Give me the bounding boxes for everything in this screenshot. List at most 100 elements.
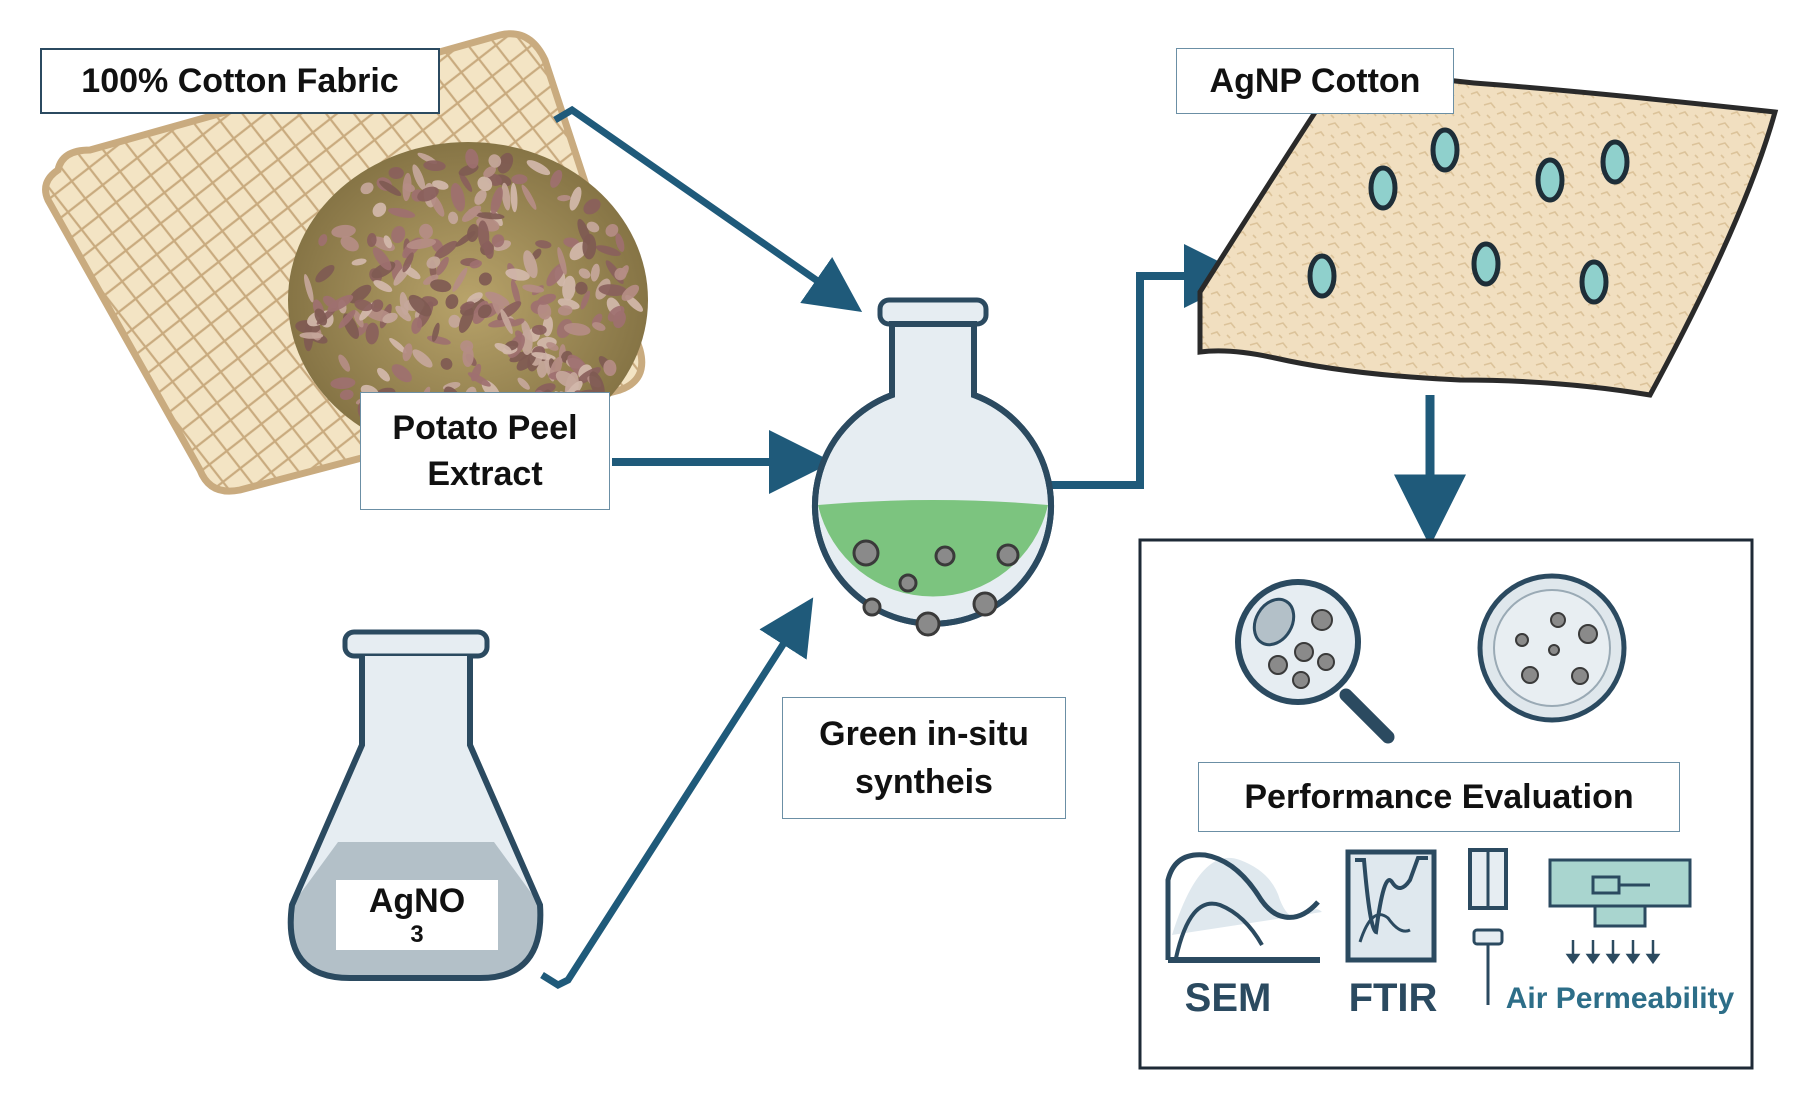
peel-piece	[372, 202, 387, 217]
potato-peel-text-line1: Potato Peel	[392, 409, 578, 447]
peel-piece	[383, 235, 392, 249]
peel-piece	[430, 279, 452, 293]
peel-piece	[474, 189, 487, 205]
peel-piece	[621, 284, 640, 301]
peel-piece	[562, 275, 576, 301]
peel-piece	[471, 363, 482, 382]
peel-piece	[412, 349, 433, 368]
peel-piece	[510, 279, 521, 306]
peel-piece	[460, 301, 475, 311]
peel-piece	[315, 264, 335, 283]
peel-piece	[505, 268, 530, 281]
peel-piece	[537, 302, 552, 320]
peel-piece	[586, 221, 600, 233]
peel-piece	[372, 247, 392, 271]
magnifier-icon	[1235, 579, 1395, 744]
agno3-subscript: 3	[410, 920, 424, 948]
peel-piece	[523, 250, 538, 279]
tensile-tester-icon	[1468, 848, 1508, 1005]
peel-piece	[603, 359, 617, 376]
peel-piece	[550, 169, 563, 188]
peel-piece	[477, 176, 493, 192]
cotton-fabric-label: 100% Cotton Fabric	[40, 48, 440, 114]
peel-piece	[402, 252, 414, 273]
peel-piece	[580, 290, 590, 310]
peel-piece	[391, 364, 412, 383]
peel-piece	[510, 318, 525, 327]
peel-piece	[382, 312, 398, 324]
peel-piece	[592, 322, 606, 331]
peel-piece	[500, 309, 513, 335]
peel-piece	[510, 182, 518, 213]
peel-piece	[339, 389, 354, 400]
peel-pieces	[295, 148, 644, 436]
air-permeability-device-icon	[1548, 858, 1692, 965]
suspended-particle	[852, 539, 1020, 637]
peel-piece	[477, 304, 492, 319]
peel-piece	[467, 292, 483, 304]
peel-piece	[614, 267, 627, 281]
peel-piece	[578, 268, 591, 279]
peel-piece	[423, 274, 439, 285]
peel-piece	[522, 284, 545, 293]
peel-piece	[458, 307, 474, 333]
cotton-fabric-text: 100% Cotton Fabric	[81, 61, 399, 100]
green-synthesis-label: Green in-situ syntheis	[782, 697, 1066, 819]
peel-piece	[426, 256, 441, 269]
round-bottom-flask-icon	[812, 297, 1054, 637]
peel-piece	[521, 329, 533, 355]
green-synthesis-text-line2: syntheis	[855, 763, 993, 801]
peel-piece	[408, 294, 432, 317]
peel-piece	[531, 324, 547, 335]
sem-spectrum-icon	[1165, 852, 1322, 963]
peel-piece	[448, 314, 461, 328]
ftir-text: FTIR	[1348, 976, 1438, 1020]
peel-piece	[575, 281, 588, 295]
performance-evaluation-label: Performance Evaluation	[1198, 762, 1680, 832]
petri-dish-icon	[1477, 573, 1627, 723]
peel-piece	[366, 233, 377, 247]
peel-piece	[304, 273, 314, 303]
peel-piece	[448, 211, 459, 225]
peel-piece	[445, 294, 459, 310]
arrow-agno3-to-flask	[540, 597, 814, 990]
peel-piece	[371, 299, 384, 312]
peel-piece	[436, 256, 449, 276]
peel-piece	[379, 180, 402, 196]
peel-piece	[491, 234, 505, 248]
peel-piece	[557, 305, 573, 316]
peel-piece	[589, 371, 605, 398]
peel-piece	[476, 212, 505, 220]
peel-piece	[450, 182, 466, 212]
peel-piece	[402, 343, 413, 362]
peel-piece	[455, 231, 476, 247]
peel-piece	[452, 267, 468, 292]
peel-piece	[354, 299, 373, 312]
potato-peel-photo	[288, 142, 648, 458]
peel-piece	[299, 332, 324, 339]
performance-evaluation-text: Performance Evaluation	[1244, 777, 1634, 816]
peel-piece	[485, 291, 510, 307]
air-permeability-text-line2: Permeability	[1555, 982, 1735, 1015]
peel-piece	[509, 351, 530, 363]
potato-peel-text-line2: Extract	[427, 455, 543, 493]
peel-piece	[322, 295, 338, 309]
peel-piece	[391, 226, 406, 244]
peel-piece	[582, 233, 597, 260]
peel-piece	[590, 263, 600, 282]
arrow-fabric-to-flask	[553, 105, 863, 312]
peel-piece	[349, 284, 372, 304]
air-permeability-text-line1: Air	[1505, 982, 1548, 1015]
peel-piece	[434, 240, 458, 259]
arrow-flask-to-cloth	[1040, 244, 1248, 489]
peel-piece	[535, 240, 552, 249]
agno3-base-text: AgNO	[368, 881, 466, 920]
peel-piece	[389, 337, 407, 354]
peel-piece	[546, 342, 559, 351]
peel-piece	[490, 187, 503, 214]
peel-piece	[494, 343, 512, 353]
peel-piece	[461, 205, 482, 222]
